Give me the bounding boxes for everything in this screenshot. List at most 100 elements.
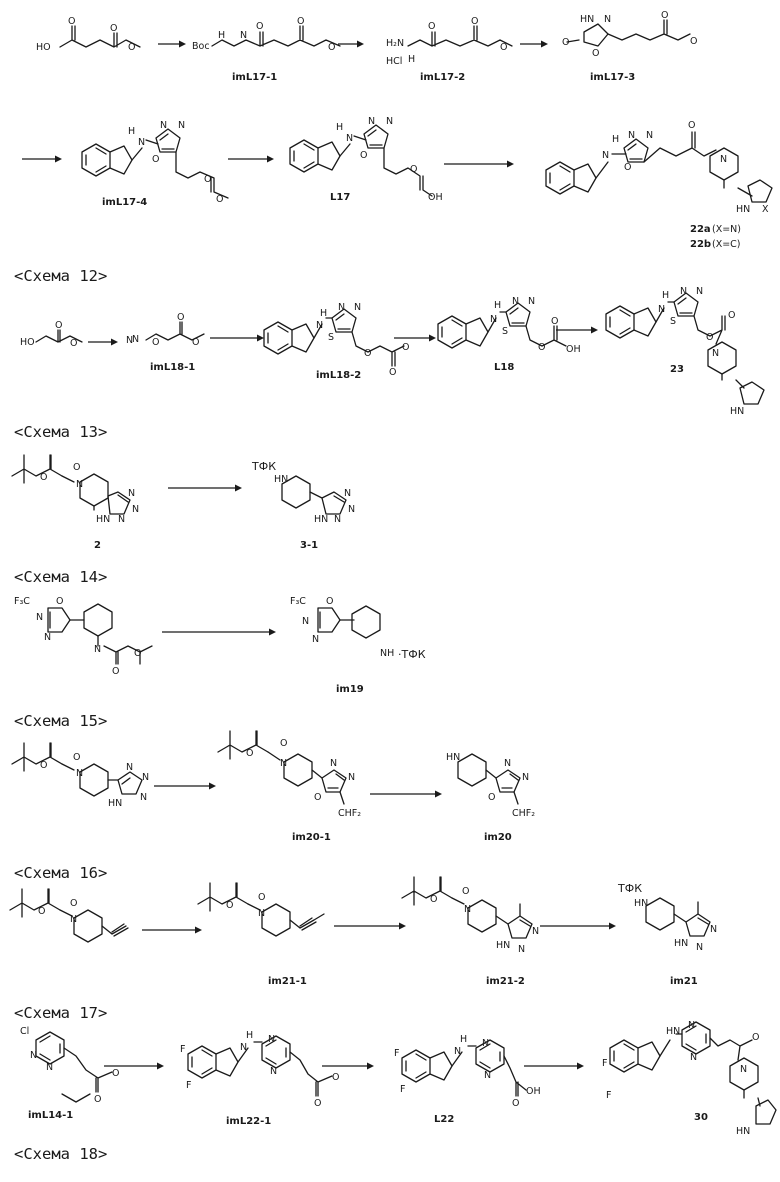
imL17-3-structure: HN N O O O O imL17-3 (562, 10, 697, 83)
atom-label: H (320, 308, 327, 319)
atom-label: F₃C (14, 596, 30, 607)
atom-label: N (338, 302, 345, 313)
atom-label: HN (314, 514, 328, 525)
atom-label: F (180, 1044, 185, 1055)
boc-ethynylpiperidine-structure: O O N (10, 889, 128, 942)
atom-label: O (661, 10, 668, 21)
scheme-11-row-2: H N N N O O O imL17-4 H N N N O O OH L17 (22, 116, 772, 250)
atom-label: O (428, 21, 435, 32)
atom-label: O (688, 120, 695, 131)
compound-label: im21-1 (268, 976, 307, 987)
atom-label: OH (566, 344, 581, 355)
imL18-1-structure: N N O O O imL18-1 (126, 312, 204, 373)
imL14-1-structure: Cl N N O O imL14-1 (20, 1026, 119, 1121)
atom-label: O (624, 162, 631, 173)
reaction-arrow (370, 791, 442, 798)
imL17-4-structure: H N N N O O O imL17-4 (82, 120, 228, 208)
atom-label: HO (20, 337, 35, 348)
atom-label: O (728, 310, 735, 321)
atom-label: O (430, 894, 437, 905)
atom-label: OH (428, 192, 443, 203)
atom-label: F (606, 1090, 611, 1101)
atom-label: HN (666, 1026, 680, 1037)
atom-label: N (386, 116, 393, 127)
atom-label: O (40, 472, 47, 483)
compound-label: im19 (336, 684, 364, 695)
atom-label: H (336, 122, 343, 133)
atom-label: N (76, 479, 83, 490)
reagent-label: ·ТФК (398, 648, 426, 661)
atom-label: N (512, 296, 519, 307)
atom-label: O (216, 194, 223, 205)
atom-label: N (36, 612, 43, 623)
reaction-arrow (88, 339, 118, 346)
atom-label: N (628, 130, 635, 141)
compound-label-note: (X=N) (712, 224, 741, 235)
atom-label: O (73, 752, 80, 763)
atom-label: O (402, 342, 409, 353)
atom-label: F (186, 1080, 191, 1091)
atom-label: S (670, 316, 676, 327)
reaction-arrow (338, 41, 364, 48)
atom-label: N (354, 302, 361, 313)
atom-label: HO (36, 42, 51, 53)
atom-label: O (192, 337, 199, 348)
atom-label: O (56, 596, 63, 607)
atom-label: O (512, 1098, 519, 1109)
L17-structure: H N N N O O OH L17 (290, 116, 443, 203)
reaction-arrow (524, 1063, 584, 1070)
compound-label: 23 (670, 364, 684, 375)
im20-structure: HN N N O CHF₂ im20 (446, 752, 535, 843)
atom-label: O (500, 42, 507, 53)
imL18-2-structure: H N N N S O O O imL18-2 (264, 302, 409, 381)
atom-label: H (218, 30, 225, 41)
atom-label: HN (730, 406, 744, 417)
scheme-11-row-1: HO O O O Boc H N O O O imL17-1 H₂N H HCl… (36, 10, 697, 83)
reaction-arrow (162, 629, 276, 636)
atom-label: N (348, 504, 355, 515)
compound-label: 30 (694, 1112, 708, 1123)
reaction-arrow (158, 41, 186, 48)
compound-label-note: (X=C) (712, 239, 741, 250)
atom-label: N (484, 1070, 491, 1081)
atom-label: O (112, 1068, 119, 1079)
atom-label: N (94, 644, 101, 655)
atom-label: Cl (20, 1026, 29, 1037)
scheme-header: <Схема 16> (14, 864, 107, 882)
atom-label: N (302, 616, 309, 627)
compound-2-structure: O O N N N HN N 2 (12, 455, 139, 551)
atom-label: N (160, 120, 167, 131)
compound-label: 22b (690, 239, 711, 250)
atom-label: O (332, 1072, 339, 1083)
atom-label: N (118, 514, 125, 525)
atom-label: N (44, 632, 51, 643)
imL22-1-structure: F F H N N N O O imL22-1 (180, 1030, 339, 1127)
atom-label: N (482, 1038, 489, 1049)
atom-label: O (551, 316, 558, 327)
compound-label: imL18-2 (316, 370, 361, 381)
compound-label: imL22-1 (226, 1116, 271, 1127)
atom-label: S (502, 326, 508, 337)
atom-label: HN (736, 1126, 750, 1137)
im20-1-structure: O O N N N O CHF₂ im20-1 (218, 731, 361, 843)
atom-label: N (464, 904, 471, 915)
atom-label: HN (580, 14, 594, 25)
atom-label: O (280, 738, 287, 749)
compound-label: L18 (494, 362, 514, 373)
atom-label: N (528, 296, 535, 307)
atom-label: O (68, 16, 75, 27)
atom-label: N (132, 334, 139, 345)
reaction-arrow (142, 927, 202, 934)
atom-label: O (112, 666, 119, 677)
atom-label: O (562, 37, 569, 48)
atom-label: O (152, 154, 159, 165)
atom-label: N (140, 792, 147, 803)
atom-label: N (696, 942, 703, 953)
atom-label: N (46, 1062, 53, 1073)
atom-label: F (602, 1058, 607, 1069)
atom-label: N (312, 634, 319, 645)
compound-30-structure: F F HN N N O N HN 30 (602, 1020, 776, 1137)
atom-label: H (494, 300, 501, 311)
atom-label: N (280, 758, 287, 769)
reaction-arrow (168, 485, 242, 492)
